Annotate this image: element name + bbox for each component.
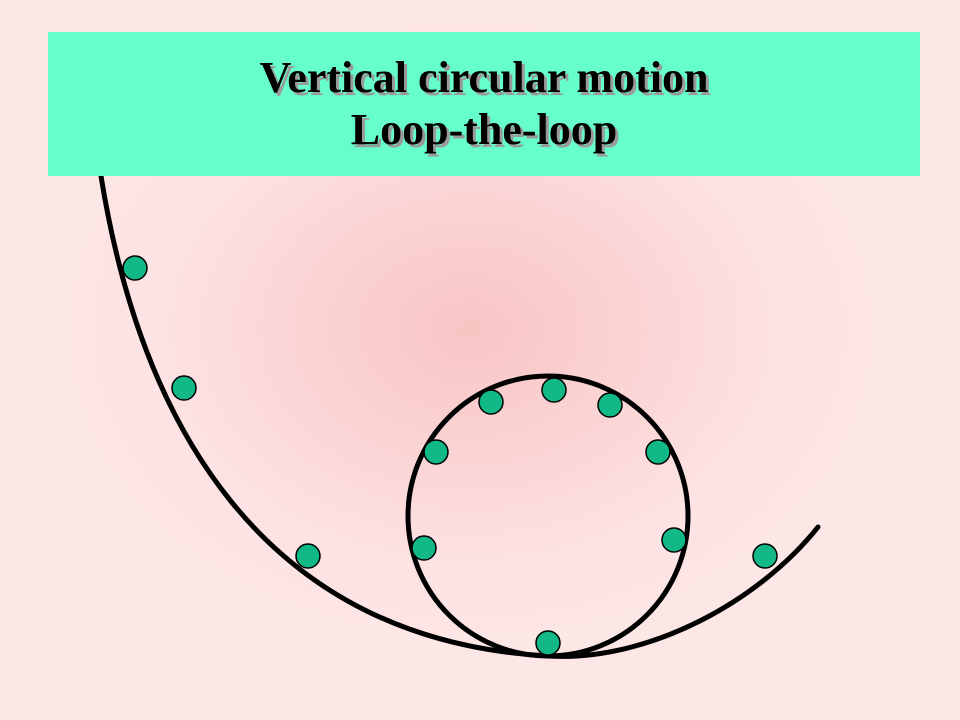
ball-marker-ramp-1: [122, 255, 148, 281]
loop-circle: [405, 373, 691, 659]
ball-marker-loop-5: [597, 392, 623, 418]
ball-marker-exit: [752, 543, 778, 569]
track-curve: [98, 173, 821, 659]
ball-marker-ramp-2: [171, 375, 197, 401]
ball-marker-loop-3: [478, 389, 504, 415]
ball-marker-loop-7: [661, 527, 687, 553]
slide-title: Vertical circular motion: [259, 53, 709, 102]
slide-subtitle: Loop-the-loop: [350, 105, 618, 154]
ball-marker-bottom: [535, 630, 561, 656]
ball-marker-loop-2: [423, 439, 449, 465]
ball-marker-loop-6: [645, 439, 671, 465]
title-box: Vertical circular motion Loop-the-loop: [48, 32, 920, 176]
ball-marker-ramp-3: [295, 543, 321, 569]
ball-markers: [122, 255, 778, 656]
ball-marker-loop-1: [411, 535, 437, 561]
ball-marker-loop-4: [541, 377, 567, 403]
